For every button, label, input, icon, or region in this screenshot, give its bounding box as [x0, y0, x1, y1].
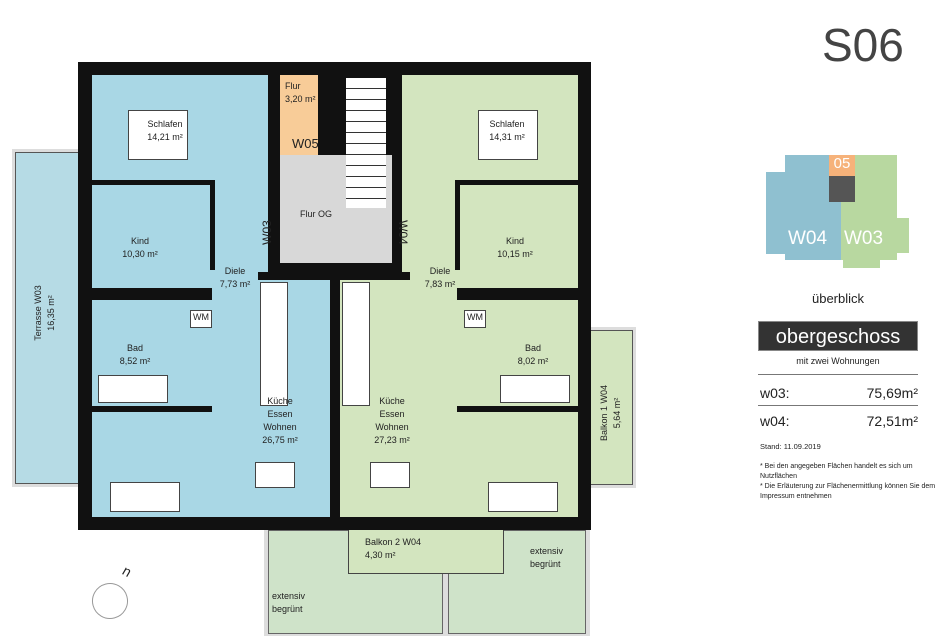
flur-label: Flur 3,20 m²: [285, 80, 316, 106]
room-area: 10,15 m²: [497, 249, 533, 259]
room-kind-right: Kind 10,15 m²: [490, 235, 540, 261]
room-schlafen-right: Schlafen 14,31 m²: [482, 118, 532, 144]
room-name: Kind: [505, 236, 524, 246]
kitchen-counter-left: [260, 282, 288, 406]
terrace-area: 16,35 m²: [46, 295, 56, 331]
compass-north: n: [119, 562, 135, 580]
wall: [457, 180, 578, 185]
wall: [210, 180, 215, 270]
keyplan-w05: 05: [829, 155, 855, 176]
compass-icon: [85, 576, 135, 626]
room-area: 7,83 m²: [424, 279, 456, 289]
wall: [457, 288, 578, 300]
door-w05: W05: [292, 136, 319, 151]
room-area: 8,02 m²: [517, 356, 549, 366]
note-1: * Bei den angegeben Flächen handelt es s…: [760, 463, 913, 480]
room-kueche-left: Küche Essen Wohnen 26,75 m²: [250, 395, 310, 447]
balcony-2-area: 4,30 m²: [365, 550, 396, 560]
keyplan-w03-balcony: [896, 218, 909, 253]
balcony-2-name: Balkon 2 W04: [365, 537, 422, 547]
kitchen-counter-right: [342, 282, 370, 406]
wall: [258, 272, 410, 280]
room-bad-left: Bad 8,52 m²: [110, 342, 160, 368]
divider: [758, 374, 918, 375]
room-area: 26,75 m²: [262, 435, 298, 445]
flur-name: Flur: [285, 81, 301, 91]
flur-area: 3,20 m²: [285, 94, 316, 104]
room-kind-left: Kind 10,30 m²: [115, 235, 165, 261]
green-roof-right-label: extensiv begrünt: [530, 546, 564, 569]
keyplan-w04-terrace: [766, 172, 786, 254]
room-name: Schlafen: [147, 119, 183, 129]
room-area: 27,23 m²: [374, 435, 410, 445]
balcony-1-name: Balkon 1 W04: [599, 384, 609, 442]
room-name: Küche Essen Wohnen: [375, 396, 409, 432]
bed-left: [128, 110, 188, 160]
room-diele-left: Diele 7,73 m²: [210, 265, 260, 291]
date-stamp: Stand: 11.09.2019: [760, 442, 821, 451]
room-name: Diele: [429, 266, 451, 276]
table-right: [370, 462, 410, 488]
terrace-w03: [12, 149, 82, 487]
unit-row-w04: w04: 72,51m²: [760, 413, 918, 429]
wall: [455, 180, 460, 270]
room-schlafen-left: Schlafen 14,21 m²: [140, 118, 190, 144]
wall: [92, 180, 212, 185]
unit-name: w04:: [760, 413, 790, 429]
room-bad-right: Bad 8,02 m²: [508, 342, 558, 368]
center-wall: [330, 275, 340, 517]
balcony-2-label: Balkon 2 W04 4,30 m²: [365, 536, 421, 562]
room-area: 10,30 m²: [122, 249, 158, 259]
room-kueche-right: Küche Essen Wohnen 27,23 m²: [362, 395, 422, 447]
room-name: Schlafen: [489, 119, 525, 129]
keyplan-w04-label: W04: [788, 228, 828, 249]
bathtub-right: [500, 375, 570, 403]
room-area: 14,21 m²: [147, 132, 183, 142]
room-area: 8,52 m²: [119, 356, 151, 366]
green-roof-left-label: extensiv begrünt: [272, 591, 306, 614]
room-area: 7,73 m²: [219, 279, 251, 289]
subtitle: mit zwei Wohnungen: [796, 356, 880, 366]
wall: [92, 406, 212, 412]
unit-name: w03:: [760, 385, 790, 401]
sofa-right: [488, 482, 558, 512]
room-name: Bad: [524, 343, 541, 353]
room-name: Kind: [130, 236, 149, 246]
room-diele-right: Diele 7,83 m²: [415, 265, 465, 291]
sheet-code: S06: [822, 19, 904, 71]
flur-og-label: Flur OG: [300, 209, 333, 219]
balcony-1-area: 5,64 m²: [612, 397, 622, 429]
door-w03: W03: [259, 220, 274, 245]
divider: [758, 405, 918, 406]
unit-row-w03: w03: 75,69m²: [760, 385, 918, 401]
keyplan-core: [829, 176, 855, 202]
keyplan-balcony2: [843, 260, 880, 268]
keyplan-w03-label: W03: [844, 228, 884, 249]
table-left: [255, 462, 295, 488]
terrace-name: Terrasse W03: [33, 285, 43, 341]
wm-left: WM: [190, 310, 212, 328]
room-name: Küche Essen Wohnen: [263, 396, 297, 432]
wm-right: WM: [464, 310, 486, 328]
note-2: * Die Erläuterung zur Flächenermittlung …: [760, 483, 936, 500]
unit-area: 75,69m²: [866, 385, 918, 401]
bathtub-left: [98, 375, 168, 403]
wall: [457, 406, 578, 412]
sofa-left: [110, 482, 180, 512]
stair: [346, 78, 386, 208]
door-w04: W04: [395, 220, 410, 245]
bed-right: [478, 110, 538, 160]
room-area: 14,31 m²: [489, 132, 525, 142]
unit-area: 72,51m²: [866, 413, 918, 429]
room-name: Diele: [224, 266, 246, 276]
wall: [92, 288, 212, 300]
overview-label: überblick: [811, 291, 865, 306]
room-name: Bad: [126, 343, 143, 353]
floor-banner: obergeschoss: [758, 321, 918, 351]
flur-w05: [280, 75, 318, 155]
